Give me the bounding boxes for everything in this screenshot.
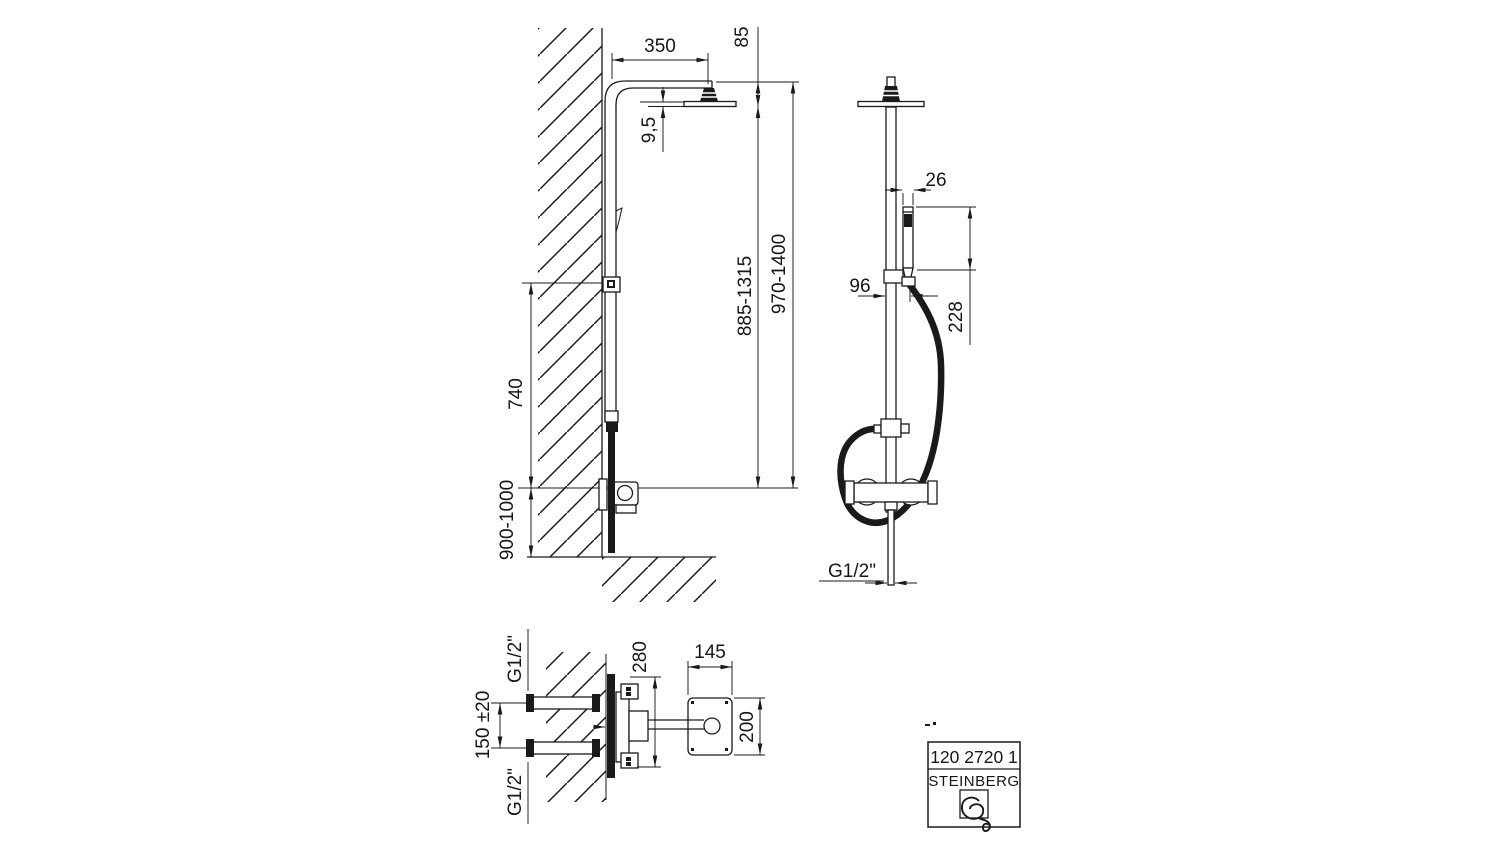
dim-hand-shower-width-label: 26 bbox=[925, 170, 946, 191]
supply-thread-top-label: G1/2" bbox=[505, 635, 526, 683]
plan-arm bbox=[648, 719, 704, 730]
front-head-plate bbox=[857, 100, 925, 108]
supply-pipe-top bbox=[530, 696, 596, 710]
dim-head-thickness-label: 9,5 bbox=[639, 117, 660, 143]
plan-valve-plate bbox=[615, 691, 630, 763]
thermostat-bar bbox=[853, 482, 929, 503]
dim-head-depth-label: 200 bbox=[737, 711, 758, 743]
plan-handle-top bbox=[620, 683, 639, 700]
article-number: 120 2720 1 bbox=[930, 747, 1018, 767]
dim-head-width-label: 145 bbox=[694, 642, 726, 663]
dim-plate-width-label: 280 bbox=[630, 641, 651, 673]
dim-hose-offset-label: 96 bbox=[849, 276, 870, 297]
brand-name: STEINBERG bbox=[928, 773, 1019, 790]
head-joint bbox=[700, 88, 718, 102]
plan-valve-body bbox=[628, 710, 649, 742]
hook-detail bbox=[615, 207, 623, 233]
side-view: 350 85 9,5 740 900-1000 885-1315 970-140… bbox=[497, 26, 799, 602]
dim-hand-shower-length-label: 228 bbox=[946, 301, 967, 333]
plan-head-joint bbox=[703, 717, 721, 735]
supply-pipe-bottom bbox=[530, 741, 596, 755]
dim-arm-length-label: 350 bbox=[644, 36, 676, 57]
supply-thread-bottom-label: G1/2" bbox=[505, 768, 526, 816]
mixer-escutcheon bbox=[598, 478, 608, 511]
hand-shower-side bbox=[608, 432, 615, 553]
wall-hatch bbox=[538, 28, 602, 557]
front-view: 26 228 96 G1/2" bbox=[819, 76, 976, 586]
plan-view: 150 ±20 G1/2" G1/2" 280 145 200 bbox=[473, 629, 765, 824]
dim-mixer-height-label: 900-1000 bbox=[497, 480, 518, 560]
hand-shower-holder-front bbox=[883, 269, 904, 284]
hand-shower-holder bbox=[604, 410, 619, 423]
dim-slider-height-label: 740 bbox=[506, 378, 527, 410]
floor-hatch bbox=[602, 557, 716, 602]
front-head-joint bbox=[882, 86, 900, 102]
mounting-plate bbox=[607, 674, 615, 778]
steinberg-logo-icon bbox=[961, 796, 991, 832]
front-riser bbox=[885, 106, 897, 513]
outlet-thread-label: G1/2" bbox=[828, 561, 876, 582]
title-block-frame bbox=[927, 741, 1021, 828]
dim-head-offset-label: 85 bbox=[732, 26, 753, 47]
front-slider bbox=[880, 418, 902, 438]
head-plate bbox=[683, 100, 737, 108]
dim-supply-spacing-label: 150 ±20 bbox=[473, 691, 494, 760]
dim-overall-range-label: 970-1400 bbox=[769, 234, 790, 314]
hose-elbow bbox=[901, 276, 916, 287]
outlet-pipe bbox=[887, 509, 895, 586]
dim-head-range-label: 885-1315 bbox=[735, 256, 756, 336]
title-block: 120 2720 1 STEINBERG bbox=[925, 722, 1021, 832]
riser-and-arm bbox=[604, 80, 713, 421]
